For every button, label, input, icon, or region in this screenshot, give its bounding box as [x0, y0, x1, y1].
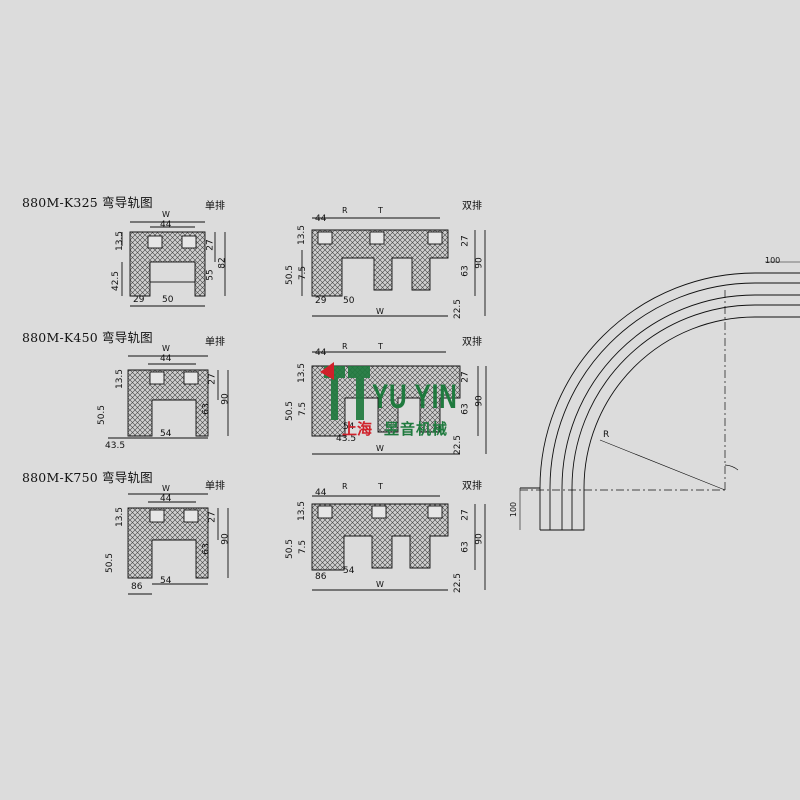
dim-label: 90	[474, 257, 485, 269]
dim-label: 90	[474, 395, 485, 407]
dim-label: 7.5	[298, 401, 309, 417]
dim-label: 63	[460, 403, 471, 415]
watermark-sub-green: 昱音机械	[384, 420, 449, 438]
dim-label: 43.5	[105, 441, 126, 451]
dim-label: 54	[343, 566, 355, 576]
dim-label: 50.5	[285, 400, 296, 422]
double-label-k750: 双排	[462, 481, 482, 492]
dim-label: W	[162, 484, 170, 493]
dim-label: 86	[131, 582, 143, 592]
section-title-k325: 880M-K325 弯导轨图	[22, 195, 153, 210]
dim-label: 13.5	[115, 368, 126, 390]
profile-single-k450	[108, 355, 229, 439]
dim-label: 90	[220, 393, 231, 405]
dim-label: T	[378, 206, 383, 215]
dim-label: 54	[160, 429, 172, 439]
dim-label: W	[376, 444, 384, 453]
dim-label: 13.5	[115, 506, 126, 528]
dim-label: R	[342, 206, 348, 215]
dim-label: 7.5	[298, 265, 309, 281]
dim-label: 86	[315, 572, 327, 582]
curve-dim-left: 100	[509, 501, 519, 518]
dim-label: 82	[217, 257, 228, 269]
dim-label: R	[342, 342, 348, 351]
dim-label: 27	[460, 235, 471, 247]
profile-double-k750	[311, 495, 486, 591]
dim-label: 27	[460, 509, 471, 521]
dim-label: 54	[160, 576, 172, 586]
dim-label: 43.5	[336, 434, 357, 444]
dim-label: 13.5	[297, 224, 308, 246]
dim-label: 55	[205, 269, 216, 281]
dim-label: W	[162, 344, 170, 353]
dim-label: 27	[460, 371, 471, 383]
single-label-k325: 单排	[205, 201, 225, 212]
dim-label: 22.5	[453, 298, 464, 320]
dim-label: 50.5	[105, 552, 116, 574]
profile-single-k750	[127, 493, 229, 595]
dim-label: 13.5	[115, 230, 126, 252]
dim-label: 42.5	[111, 270, 122, 292]
dim-label: 50	[162, 295, 174, 305]
watermark-brand: YU YIN	[372, 378, 458, 416]
dim-label: T	[378, 342, 383, 351]
single-label-k750: 单排	[205, 481, 225, 492]
dim-label: 50.5	[285, 538, 296, 560]
dim-label: 63	[460, 541, 471, 553]
dim-label: W	[376, 580, 384, 589]
dim-label: 44	[315, 348, 327, 358]
dim-label: 27	[207, 511, 218, 523]
section-title-k450: 880M-K450 弯导轨图	[22, 330, 153, 345]
curve-dim-top: 100	[765, 256, 781, 265]
dim-label: T	[378, 482, 383, 491]
dim-label: 44	[315, 214, 327, 224]
dim-label: 50.5	[285, 264, 296, 286]
dim-label: 50	[343, 296, 355, 306]
dim-label: 29	[133, 295, 145, 305]
dim-label: 50.5	[97, 404, 108, 426]
curved-rail-drawing	[519, 261, 800, 531]
dim-label: 29	[315, 296, 327, 306]
watermark-sub-red: 上海	[342, 420, 373, 438]
dim-label: 44	[315, 488, 327, 498]
dim-label: 90	[220, 533, 231, 545]
dim-label: 54	[343, 422, 355, 432]
dim-label: 7.5	[298, 539, 309, 555]
dim-label: 13.5	[297, 500, 308, 522]
single-label-k450: 单排	[205, 337, 225, 348]
dim-label: 90	[474, 533, 485, 545]
dim-label: 22.5	[453, 434, 464, 456]
dim-label: 44	[160, 354, 172, 364]
dim-label: W	[162, 210, 170, 219]
dim-label: 27	[205, 239, 216, 251]
double-label-k450: 双排	[462, 337, 482, 348]
dim-label: 44	[160, 494, 172, 504]
dim-label: W	[376, 307, 384, 316]
dim-label: R	[342, 482, 348, 491]
section-title-k750: 880M-K750 弯导轨图	[22, 470, 153, 485]
profile-single-k325	[121, 221, 226, 307]
dim-label: 63	[201, 403, 212, 415]
dim-label: 27	[207, 373, 218, 385]
dim-label: 13.5	[297, 362, 308, 384]
profile-double-k325	[301, 217, 486, 317]
dim-label: 63	[201, 543, 212, 555]
curve-radius-label: R	[603, 430, 610, 440]
dim-label: 44	[160, 220, 172, 230]
double-label-k325: 双排	[462, 201, 482, 212]
dim-label: 22.5	[453, 572, 464, 594]
dim-label: 63	[460, 265, 471, 277]
